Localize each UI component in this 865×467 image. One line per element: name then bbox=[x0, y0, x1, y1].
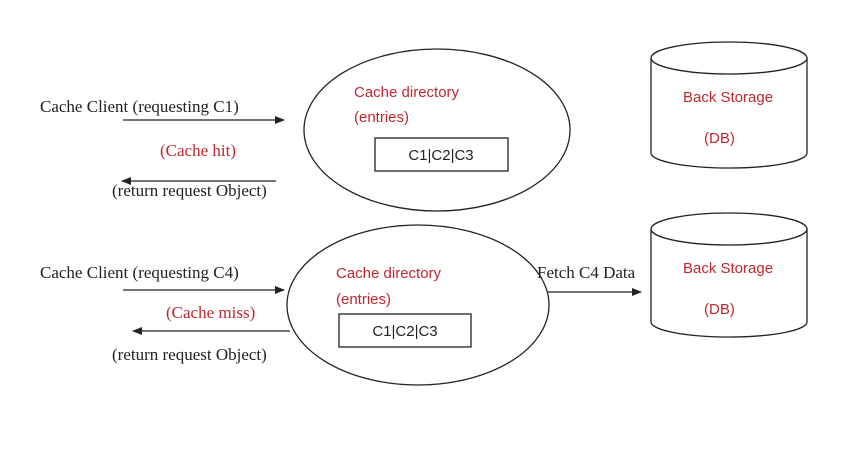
fetch-label: Fetch C4 Data bbox=[537, 263, 636, 282]
hit-result-label: (Cache hit) bbox=[160, 141, 236, 160]
hit-cache-subtitle: (entries) bbox=[354, 109, 409, 126]
miss-entries-label: C1|C2|C3 bbox=[372, 323, 437, 340]
miss-cache-subtitle: (entries) bbox=[336, 291, 391, 308]
miss-scenario: Cache Client (requesting C4) (Cache miss… bbox=[40, 212, 808, 386]
hit-storage-title: Back Storage bbox=[683, 89, 773, 106]
hit-entries-label: C1|C2|C3 bbox=[408, 147, 473, 164]
hit-cache-directory-ellipse bbox=[303, 48, 571, 212]
miss-cache-title: Cache directory bbox=[336, 265, 442, 282]
miss-result-label: (Cache miss) bbox=[166, 303, 255, 322]
miss-cache-directory-ellipse bbox=[286, 224, 550, 386]
hit-client-label: Cache Client (requesting C1) bbox=[40, 97, 239, 116]
miss-storage-subtitle: (DB) bbox=[704, 301, 735, 318]
miss-return-label: (return request Object) bbox=[112, 345, 267, 364]
hit-cache-title: Cache directory bbox=[354, 84, 460, 101]
hit-back-storage-cylinder bbox=[650, 41, 808, 169]
hit-return-label: (return request Object) bbox=[112, 181, 267, 200]
miss-entries-box bbox=[338, 313, 472, 348]
hit-scenario: Cache Client (requesting C1) (Cache hit)… bbox=[40, 41, 808, 212]
miss-back-storage-cylinder bbox=[650, 212, 808, 338]
hit-entries-box bbox=[374, 137, 509, 172]
hit-storage-subtitle: (DB) bbox=[704, 130, 735, 147]
miss-client-label: Cache Client (requesting C4) bbox=[40, 263, 239, 282]
miss-storage-title: Back Storage bbox=[683, 260, 773, 277]
